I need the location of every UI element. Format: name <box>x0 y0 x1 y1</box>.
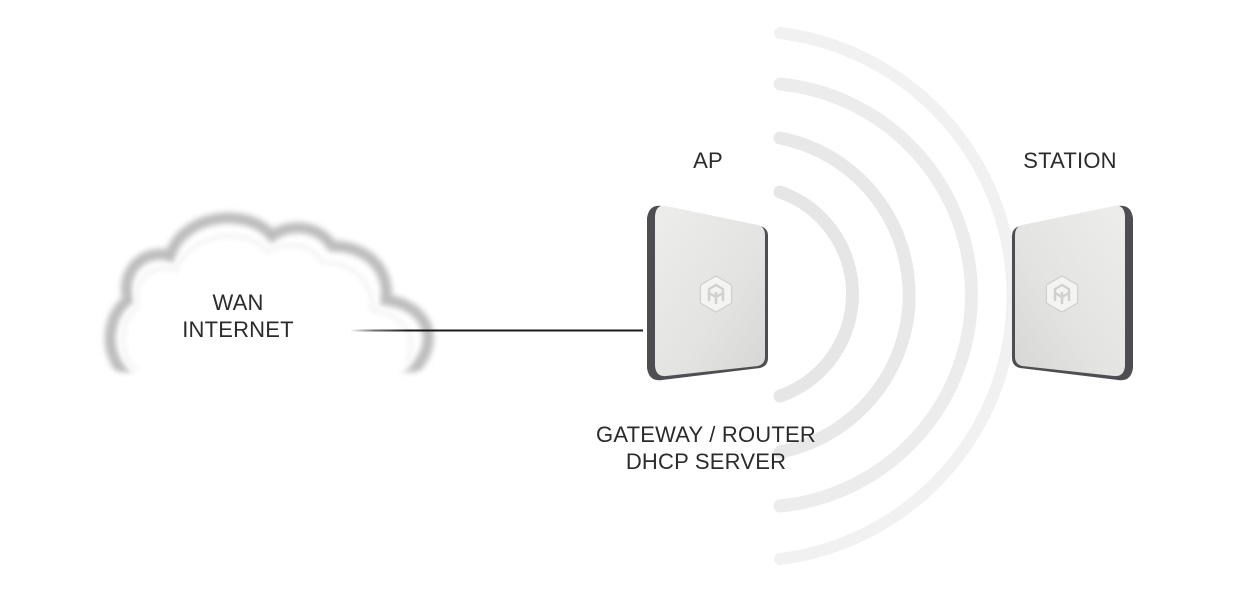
wireless-signal-arcs <box>773 27 1019 565</box>
ap-label: AP <box>693 148 723 173</box>
ap-logo-icon <box>699 275 733 313</box>
wan-label-line2: INTERNET <box>182 317 294 342</box>
wan-internet-label: WAN INTERNET <box>150 289 326 343</box>
signal-arc-2 <box>773 131 916 459</box>
ap-role-label: GATEWAY / ROUTER DHCP SERVER <box>560 421 852 475</box>
station-device-icon <box>1012 205 1133 381</box>
signal-arc-1 <box>773 185 859 403</box>
signal-arc-3 <box>773 77 978 513</box>
cloud-icon <box>95 212 455 412</box>
ap-role-line1: GATEWAY / ROUTER <box>596 422 816 447</box>
ap-role-line2: DHCP SERVER <box>625 449 787 474</box>
wan-label-line1: WAN <box>212 290 264 315</box>
station-label: STATION <box>1023 148 1117 173</box>
access-point-device-icon <box>647 205 768 381</box>
wired-link-line <box>350 329 643 332</box>
station-logo-icon <box>1045 275 1079 313</box>
